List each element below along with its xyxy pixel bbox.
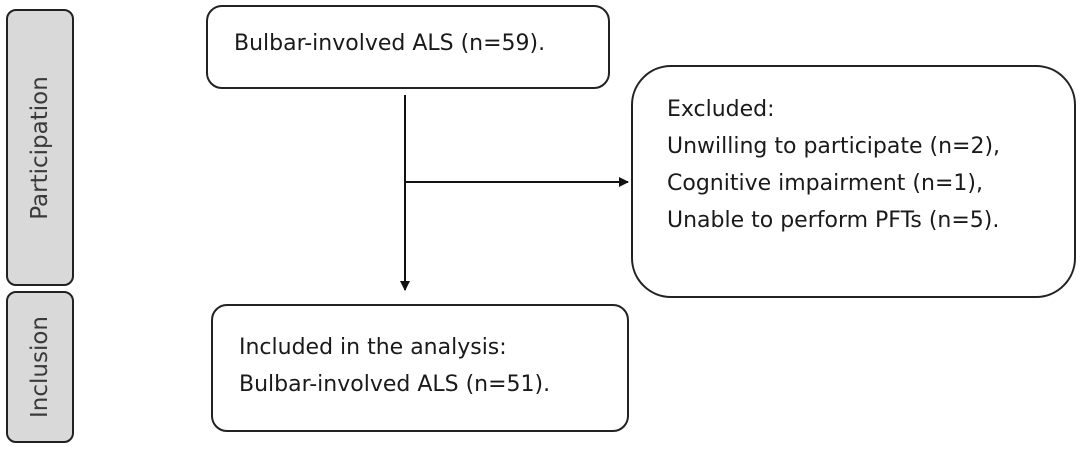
excluded-box-reason: Unwilling to participate (n=2), [667, 134, 1001, 159]
excluded-box-reason: Unable to perform PFTs (n=5). [667, 208, 1000, 233]
start-box: Bulbar-involved ALS (n=59). [206, 5, 610, 89]
included-box-heading: Included in the analysis: [239, 335, 507, 360]
included-box-line: Bulbar-involved ALS (n=51). [239, 372, 551, 397]
excluded-box-heading: Excluded: [667, 97, 775, 122]
included-box: Included in the analysis: Bulbar-involve… [211, 304, 629, 432]
excluded-box-reason: Cognitive impairment (n=1), [667, 171, 983, 196]
excluded-box: Excluded: Unwilling to participate (n=2)… [631, 65, 1076, 298]
stage-inclusion: Inclusion [6, 291, 74, 443]
stage-participation: Participation [6, 9, 74, 286]
start-box-line: Bulbar-involved ALS (n=59). [234, 31, 546, 56]
